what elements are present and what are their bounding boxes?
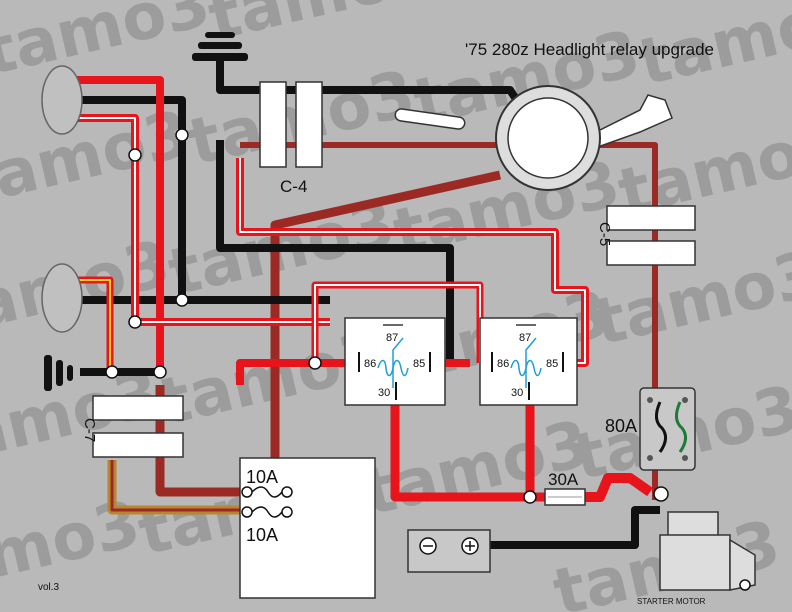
starter-motor: STARTER MOTOR bbox=[637, 486, 756, 606]
relay-2-pin-87: 87 bbox=[519, 332, 531, 344]
headlight-bottom bbox=[41, 263, 83, 333]
relay-2-pin-86: 86 bbox=[497, 358, 509, 370]
connector-c5: C-5 bbox=[596, 205, 696, 266]
relay-2: 87 86 85 30 bbox=[479, 317, 578, 406]
connector-c4-right bbox=[295, 81, 323, 168]
connector-c5-top bbox=[606, 205, 696, 231]
fuse-terminal bbox=[281, 506, 293, 518]
version-label: vol.3 bbox=[38, 582, 60, 593]
switch-body-inner bbox=[507, 97, 589, 179]
fuse-link bbox=[251, 486, 283, 498]
connector-c5-label: C-5 bbox=[596, 222, 613, 246]
watermark-text: tamo3 bbox=[427, 0, 667, 16]
wire-black-relay-ground bbox=[216, 140, 454, 363]
fuse-terminal bbox=[241, 486, 253, 498]
wire-white-red-headlight-outline bbox=[70, 117, 330, 323]
fusible-link-wire-black bbox=[655, 401, 667, 453]
relay-1-pin-87: 87 bbox=[386, 332, 398, 344]
relay-2-pin-30: 30 bbox=[511, 387, 523, 399]
relay-1-switch-contact bbox=[392, 337, 404, 388]
wire-red-headlight-top bbox=[70, 76, 164, 372]
fuse-link bbox=[251, 506, 283, 518]
switch-stalk-right bbox=[589, 94, 673, 149]
ground-symbol-c7 bbox=[44, 355, 73, 391]
relay-1-pin-86: 86 bbox=[364, 358, 376, 370]
diagram-title: '75 280z Headlight relay upgrade bbox=[465, 40, 714, 59]
fuse-element-top bbox=[241, 486, 293, 498]
starter-mount-bolt bbox=[739, 579, 751, 591]
fuse-terminal bbox=[241, 506, 253, 518]
ground-bar bbox=[67, 365, 73, 381]
starter-terminal bbox=[653, 486, 669, 502]
striped-wires bbox=[70, 114, 589, 372]
fuse-box-bottom-label: 10A bbox=[246, 525, 278, 545]
battery bbox=[407, 529, 491, 573]
fusible-link-wire-green bbox=[675, 401, 687, 453]
ground-bar bbox=[44, 355, 52, 391]
headlight-top bbox=[41, 65, 83, 135]
fusible-link-bolt bbox=[682, 455, 688, 461]
connector-c4-label: C-4 bbox=[280, 177, 307, 196]
starter-motor-body bbox=[659, 534, 731, 591]
wire-yellow-low bbox=[70, 279, 111, 372]
fusible-link-bolt bbox=[682, 397, 688, 403]
connector-c7-bottom bbox=[92, 432, 184, 458]
junction-dot bbox=[175, 128, 189, 142]
connector-c7-label: C-7 bbox=[81, 418, 98, 442]
relay-2-pin-85: 85 bbox=[546, 358, 558, 370]
watermark-text: tamo3 bbox=[0, 227, 177, 351]
wire-white-red-switch-outline bbox=[239, 158, 586, 364]
ground-symbol-top bbox=[192, 32, 248, 61]
fusible-link: 80A bbox=[605, 387, 696, 471]
fusible-link-bolt bbox=[647, 397, 653, 403]
connector-c7: C-7 bbox=[81, 395, 184, 458]
relay-2-switch-contact bbox=[525, 337, 537, 388]
relay-1-pin-85: 85 bbox=[413, 358, 425, 370]
inline-fuse-label: 30A bbox=[548, 470, 579, 489]
connector-c7-top bbox=[92, 395, 184, 421]
junction-dot bbox=[153, 365, 167, 379]
junction-dot bbox=[523, 490, 537, 504]
starter-nose bbox=[729, 538, 756, 591]
battery-body bbox=[407, 529, 491, 573]
headlight-bottom-body bbox=[41, 263, 83, 333]
fusible-link-bolt bbox=[647, 455, 653, 461]
ground-bar bbox=[192, 53, 248, 61]
wire-red-fuse-to-starter bbox=[585, 473, 653, 502]
inline-fuse: 30A bbox=[544, 470, 586, 506]
fuse-terminal bbox=[281, 486, 293, 498]
junction-dot bbox=[128, 315, 142, 329]
junction-dot bbox=[308, 356, 322, 370]
fuse-box-body bbox=[239, 457, 376, 599]
junction-dot bbox=[175, 293, 189, 307]
starter-solenoid bbox=[667, 511, 719, 539]
fuse-box-top-label: 10A bbox=[246, 467, 278, 487]
wire-black-battery bbox=[490, 506, 660, 549]
fuse-element-bottom bbox=[241, 506, 293, 518]
switch-stalk-left bbox=[394, 108, 466, 130]
relay-1: 87 86 85 30 bbox=[344, 317, 446, 406]
junction-dot bbox=[128, 148, 142, 162]
starter-motor-label: STARTER MOTOR bbox=[637, 597, 706, 606]
fuse-box: 10A 10A bbox=[239, 457, 376, 599]
connector-c4: C-4 bbox=[259, 81, 323, 196]
wire-brown-tan-stripe bbox=[110, 460, 240, 512]
relay-1-pin-30: 30 bbox=[378, 387, 390, 399]
ground-bar bbox=[198, 42, 242, 49]
junction-dot bbox=[105, 365, 119, 379]
wire-red-relay1-30 bbox=[390, 405, 530, 502]
fusible-link-label: 80A bbox=[605, 416, 637, 436]
connector-c5-bottom bbox=[606, 240, 696, 266]
ground-bar bbox=[205, 32, 235, 38]
connector-c4-left bbox=[259, 81, 287, 168]
junctions bbox=[105, 128, 537, 504]
headlight-switch bbox=[394, 85, 673, 191]
ground-bar bbox=[56, 360, 63, 386]
wire-brown-to-starter bbox=[240, 142, 658, 500]
headlight-top-body bbox=[41, 65, 83, 135]
